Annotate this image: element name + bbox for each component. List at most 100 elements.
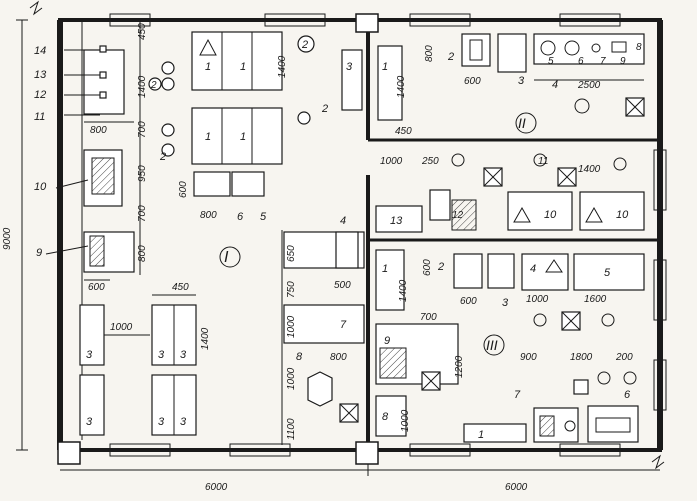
room-label-I: I <box>224 249 229 266</box>
c-item-3: 3 <box>346 61 353 73</box>
m-3d: 3 <box>180 349 187 361</box>
r3-2: 2 <box>437 261 444 273</box>
r3-4: 4 <box>530 263 536 275</box>
room1-center-column: 4 650 750 500 7 1000 800 8 1000 1100 3 1… <box>281 45 412 445</box>
r3-dim-1800: 1800 <box>570 352 593 363</box>
item-9: 9 <box>36 247 42 259</box>
r2-5: 5 <box>548 56 554 67</box>
r2-11: 11 <box>538 156 548 167</box>
r3-dim-600: 600 <box>422 259 433 276</box>
room2: 800 2 3 600 4 5 6 7 8 9 2500 II 1000 250… <box>375 33 645 233</box>
r3-dim-1200: 1200 <box>454 355 465 378</box>
r2-3: 3 <box>518 75 525 87</box>
outer-walls <box>29 0 667 470</box>
r2-dim-1400: 1400 <box>578 164 601 175</box>
r2-4: 4 <box>552 79 558 91</box>
r3-dim-900: 900 <box>520 352 537 363</box>
r2-10a: 10 <box>544 209 557 221</box>
r3-6: 6 <box>624 389 631 401</box>
r3-dim-600b: 600 <box>460 296 477 307</box>
r3-7: 7 <box>514 389 521 401</box>
m-3a: 3 <box>86 349 93 361</box>
item-14: 14 <box>34 45 46 57</box>
r3-1b: 1 <box>478 429 484 441</box>
r3-dim-700: 700 <box>420 312 437 323</box>
dim-1000-r1: 1000 <box>110 322 133 333</box>
r3-1: 1 <box>382 263 388 275</box>
r3-dim-1000: 1000 <box>526 294 549 305</box>
r2-7: 7 <box>600 56 606 67</box>
r2-dim-250: 250 <box>421 156 439 167</box>
m-2a: 2 <box>301 39 308 51</box>
item-12: 12 <box>34 89 46 101</box>
r2-8: 8 <box>636 42 642 53</box>
r1-dim-450: 450 <box>137 23 148 40</box>
m-3f: 3 <box>180 416 187 428</box>
m-6: 6 <box>237 211 244 223</box>
room1-machines-bottom: 3 3 1000 3 3 3 3 450 1400 <box>79 282 211 436</box>
m-2c: 2 <box>321 103 328 115</box>
r2-10b: 10 <box>616 209 629 221</box>
r2-dim-1000: 1000 <box>380 156 403 167</box>
c-dim-800: 800 <box>330 352 347 363</box>
r3-5: 5 <box>604 267 611 279</box>
m-1a: 1 <box>205 61 211 73</box>
item-10: 10 <box>34 181 47 193</box>
dim-800-r1: 800 <box>200 210 217 221</box>
r3-dim-1000b: 1000 <box>400 409 411 432</box>
r2-dim-600: 600 <box>464 76 481 87</box>
r2-dim-2500: 2500 <box>577 80 601 91</box>
r2-13: 13 <box>390 215 403 227</box>
c-dim-650: 650 <box>286 245 297 262</box>
m-1c: 1 <box>205 131 211 143</box>
m-3e: 3 <box>158 416 165 428</box>
r1-dim-800: 800 <box>137 245 148 262</box>
r3-dim-200: 200 <box>615 352 633 363</box>
room-label-III: III <box>486 337 498 353</box>
c-item-7: 7 <box>340 319 347 331</box>
dim-1400-r1: 1400 <box>200 327 211 350</box>
r3-8: 8 <box>382 411 389 423</box>
r2-6: 6 <box>578 56 584 67</box>
c-item-4: 4 <box>340 215 346 227</box>
c-dim-450: 450 <box>395 126 412 137</box>
r1-dim-700a: 700 <box>137 121 148 138</box>
c-dim-750: 750 <box>286 281 297 298</box>
c-dim-1400: 1400 <box>396 75 407 98</box>
m-2d: 2 <box>159 151 166 163</box>
m-1b: 1 <box>240 61 246 73</box>
r1-dim-800-h: 800 <box>90 125 107 136</box>
m-3c: 3 <box>158 349 165 361</box>
c-dim-1000a: 1000 <box>286 315 297 338</box>
c-item-1: 1 <box>382 61 388 73</box>
dim-width-right: 6000 <box>505 482 528 493</box>
dim-1400-top: 1400 <box>277 55 288 78</box>
r1-dim-1400: 1400 <box>137 75 148 98</box>
r2-9: 9 <box>620 56 626 67</box>
dim-height: 9000 <box>2 227 13 250</box>
room1-wall-items: 14 13 12 11 10 9 450 1400 700 950 700 80… <box>34 20 148 440</box>
r2-dim-800: 800 <box>424 45 435 62</box>
c-dim-1100: 1100 <box>286 418 297 440</box>
item-11: 11 <box>34 111 45 123</box>
r3-9: 9 <box>384 335 390 347</box>
r1-dim-600-h: 600 <box>88 282 105 293</box>
dim-600-r1: 600 <box>178 181 189 198</box>
room-label-II: II <box>518 115 526 131</box>
m-3b: 3 <box>86 416 93 428</box>
c-dim-1000b: 1000 <box>286 367 297 390</box>
r3-dim-1600: 1600 <box>584 294 607 305</box>
r1-dim-950: 950 <box>137 165 148 182</box>
dim-450-r1: 450 <box>172 282 189 293</box>
r3-dim-1400: 1400 <box>398 279 409 302</box>
m-1d: 1 <box>240 131 246 143</box>
r1-dim-700b: 700 <box>137 205 148 222</box>
c-item-8: 8 <box>296 351 303 363</box>
c-dim-500: 500 <box>334 280 351 291</box>
m-2b: 2 <box>150 80 157 91</box>
overall-dimensions: 9000 6000 6000 <box>2 19 660 493</box>
item-13: 13 <box>34 69 47 81</box>
m-5: 5 <box>260 211 267 223</box>
